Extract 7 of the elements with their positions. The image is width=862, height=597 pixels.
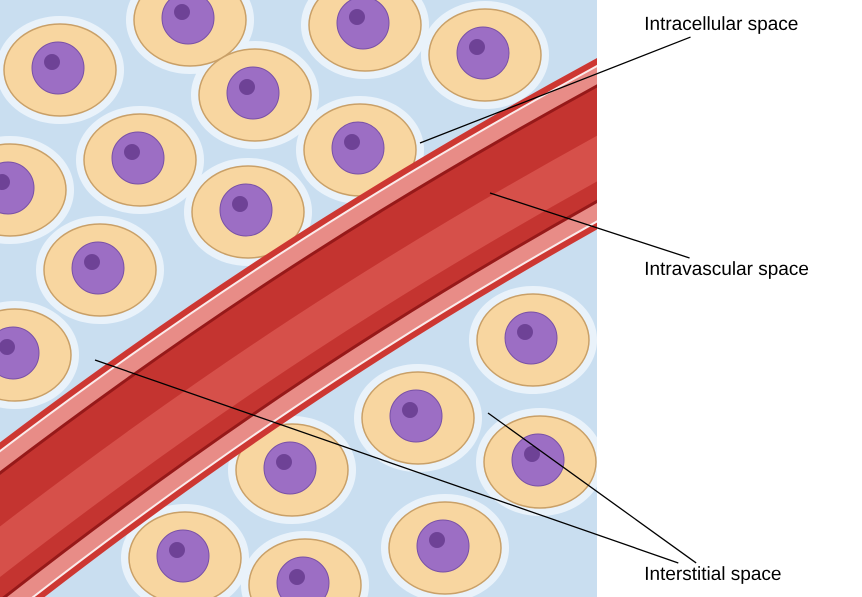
leader-line <box>94 359 679 564</box>
label-text: Intracellular space <box>646 16 798 34</box>
leader-line <box>420 36 691 144</box>
leader-line <box>490 192 690 259</box>
leader-line <box>488 412 697 564</box>
label-text: Interstitial space <box>646 566 781 584</box>
label-text: Intravascular space <box>646 261 808 279</box>
